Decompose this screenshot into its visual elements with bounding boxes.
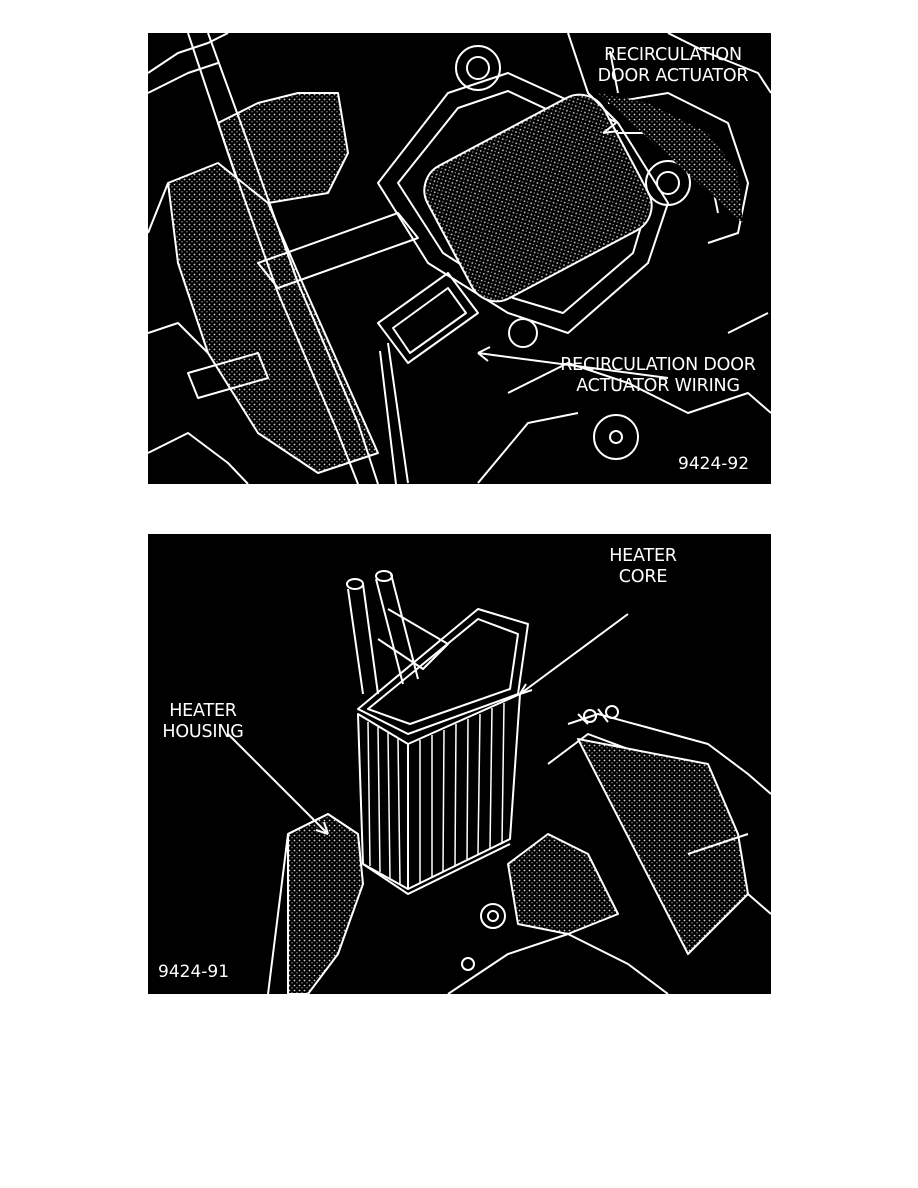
label-line: HOUSING [162,722,244,742]
label-line: RECIRCULATION [604,45,742,65]
label-heater-housing: HEATER HOUSING [148,701,258,743]
label-line: HEATER [169,701,237,721]
label-line: CORE [618,567,668,587]
label-recirculation-door-actuator: RECIRCULATION DOOR ACTUATOR [588,45,758,87]
actuator-illustration [148,33,771,484]
label-line: ACTUATOR WIRING [576,376,740,396]
label-line: DOOR ACTUATOR [597,66,749,86]
label-line: RECIRCULATION DOOR [560,355,756,375]
figure-id: 9424-92 [678,454,750,474]
figure-id: 9424-91 [158,962,230,982]
label-line: HEATER [609,546,677,566]
figure-recirculation-door-actuator: RECIRCULATION DOOR ACTUATOR RECIRCULATIO… [148,33,771,484]
label-heater-core: HEATER CORE [588,546,698,588]
label-recirculation-door-actuator-wiring: RECIRCULATION DOOR ACTUATOR WIRING [553,355,763,397]
heater-core-illustration [227,570,771,994]
figure-heater-core: HEATER CORE HEATER HOUSING 9424-91 [148,534,771,994]
